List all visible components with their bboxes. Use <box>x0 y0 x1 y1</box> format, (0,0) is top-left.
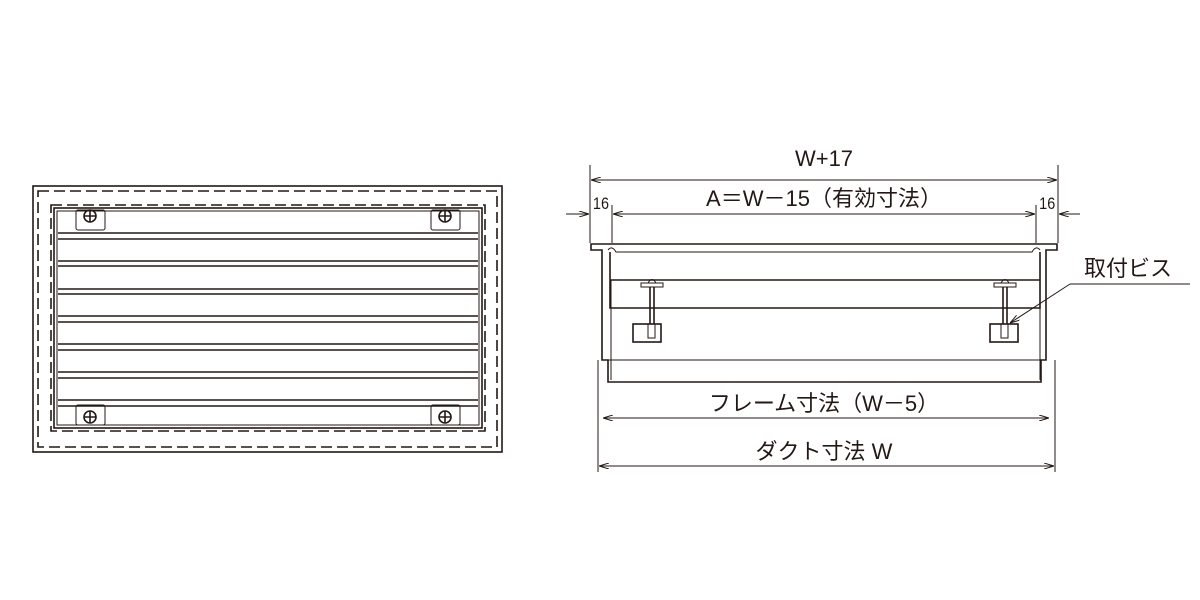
outer-dashed-outline <box>37 190 498 448</box>
screw-icon <box>430 209 461 231</box>
grille-section-view: W+17 16 16 A＝W－15（有効寸法） <box>566 146 1190 472</box>
mounting-screw-label: 取付ビス <box>1084 256 1172 281</box>
right-margin-label: 16 <box>1039 195 1055 213</box>
grille-frame <box>53 207 483 429</box>
screw-icon <box>75 209 106 231</box>
screw-leader-line <box>1010 283 1071 323</box>
effective-dimension-label: A＝W－15（有効寸法） <box>706 186 942 211</box>
louvers <box>58 232 478 407</box>
grille-front-view <box>32 185 503 453</box>
outer-frame <box>32 185 503 453</box>
frame-section <box>590 243 1058 383</box>
grille-inner-frame <box>56 210 480 426</box>
left-margin-label: 16 <box>593 195 609 213</box>
mounting-screw-icon <box>989 279 1019 343</box>
screw-icon <box>430 404 461 426</box>
frame-dimension-label: フレーム寸法（W－5） <box>709 391 939 416</box>
screw-icon <box>75 404 106 426</box>
inner-dashed-outline <box>50 204 486 432</box>
mounting-screw-icon <box>632 279 664 343</box>
duct-dimension-label: ダクト寸法 W <box>756 439 893 464</box>
overall-dimension-label: W+17 <box>795 146 853 171</box>
